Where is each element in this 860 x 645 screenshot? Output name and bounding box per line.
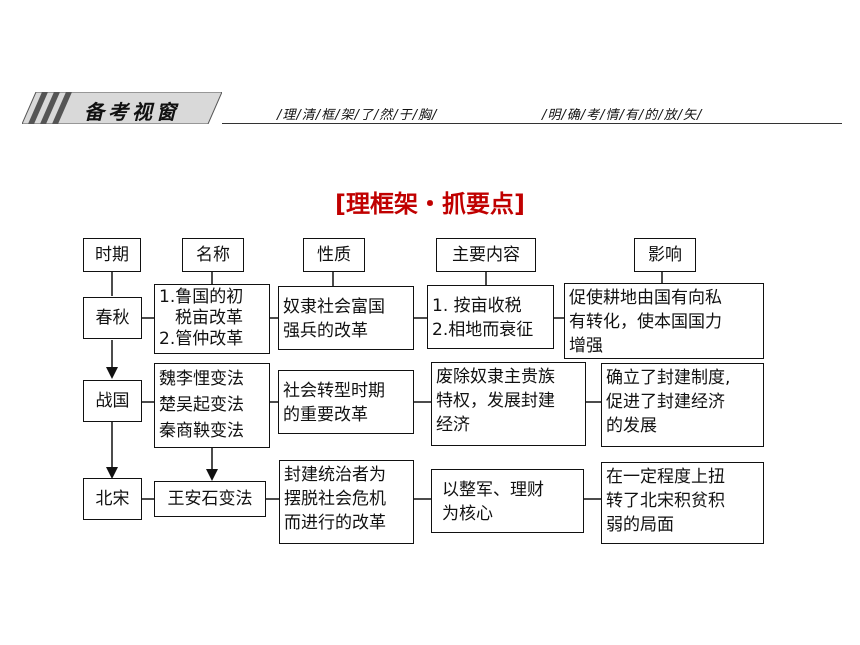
nature-beisong: 封建统治者为 摆脱社会危机 而进行的改革 [279, 460, 414, 544]
impact-zhanguo: 确立了封建制度, 促进了封建经济 的发展 [601, 363, 764, 447]
header-impact: 影响 [634, 238, 696, 272]
content-beisong: 以整军、理财 为核心 [431, 469, 584, 533]
name-beisong: 王安石变法 [154, 481, 266, 517]
header-nature: 性质 [303, 238, 365, 272]
nature-zhanguo: 社会转型时期 的重要改革 [278, 370, 414, 434]
period-chunqiu: 春秋 [83, 297, 142, 339]
period-zhanguo: 战国 [83, 380, 142, 422]
header-content: 主要内容 [436, 238, 536, 272]
banner-divider [222, 123, 842, 124]
section-banner: 备考视窗 /理/清/框/架/了/然/于/胸/ /明/确/考/情/有/的/放/矢/ [22, 92, 842, 132]
content-zhanguo: 废除奴隶主贵族 特权，发展封建 经济 [431, 362, 586, 446]
impact-beisong: 在一定程度上扭 转了北宋积贫积 弱的局面 [601, 462, 764, 544]
name-chunqiu: 1.鲁国的初 税亩改革 2.管仲改革 [154, 284, 270, 354]
header-period: 时期 [83, 238, 141, 272]
name-zhanguo: 魏李悝变法 楚吴起变法 秦商鞅变法 [154, 363, 270, 448]
content-chunqiu: 1. 按亩收税 2.相地而衰征 [427, 285, 554, 349]
diagram-subtitle: [理框架・抓要点] [335, 190, 525, 218]
header-name: 名称 [182, 238, 244, 272]
nature-chunqiu: 奴隶社会富国 强兵的改革 [278, 286, 414, 350]
banner-slogan-left: /理/清/框/架/了/然/于/胸/ [277, 108, 438, 123]
banner-badge [22, 92, 222, 124]
banner-slogan-right: /明/确/考/情/有/的/放/矢/ [542, 108, 703, 123]
impact-chunqiu: 促使耕地由国有向私 有转化，使本国国力 增强 [564, 283, 764, 359]
period-beisong: 北宋 [83, 478, 142, 520]
banner-title: 备考视窗 [84, 100, 180, 124]
